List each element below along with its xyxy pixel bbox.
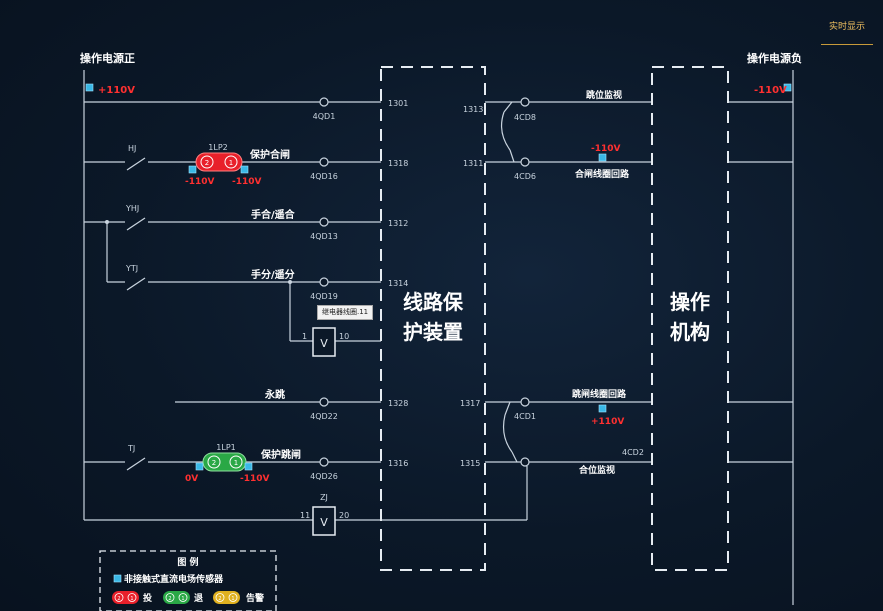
svg-text:2: 2 bbox=[212, 459, 216, 467]
legend-on-label: 投 bbox=[143, 592, 152, 604]
voltage-label: -110V bbox=[591, 144, 621, 154]
row-title-protect-close: 保护合闸 bbox=[249, 148, 290, 161]
terminal-label: 1311 bbox=[463, 159, 483, 168]
switch-label: 4QD16 bbox=[310, 172, 338, 181]
row-title-manual-open: 手分/遥分 bbox=[251, 268, 295, 281]
voltage-label: +110V bbox=[591, 417, 624, 427]
zj-label: ZJ bbox=[320, 493, 328, 502]
terminal-label: 1316 bbox=[388, 459, 408, 468]
plate-label: 1LP1 bbox=[216, 443, 235, 452]
relay-coil-tooltip: 继电器线圈.11 bbox=[317, 305, 374, 320]
legend-sensor-label: 非接触式直流电场传感器 bbox=[124, 573, 224, 585]
row-title-protect-trip: 保护跳闸 bbox=[260, 448, 301, 461]
protection-device-box bbox=[380, 66, 486, 571]
relay-pin-label: 1 bbox=[302, 332, 307, 341]
pressure-plate-1lp2[interactable]: 2 1 bbox=[195, 152, 243, 172]
legend-off-label: 退 bbox=[194, 593, 203, 604]
close-coil-circuit-label: 合闸线圈回路 bbox=[575, 168, 630, 180]
cd-label: 4CD2 bbox=[622, 448, 644, 457]
zj-relay-coil[interactable]: V bbox=[312, 506, 336, 536]
svg-text:2: 2 bbox=[205, 159, 209, 167]
switch-label: 4QD1 bbox=[313, 112, 336, 121]
terminal-label: 1313 bbox=[463, 105, 483, 114]
terminal-label: 1318 bbox=[388, 159, 408, 168]
trip-position-monitor-label: 跳位监视 bbox=[586, 89, 622, 101]
sensor-icon bbox=[244, 462, 253, 471]
sensor-icon bbox=[85, 83, 94, 92]
mechanism-title-line1: 操作 bbox=[670, 290, 710, 314]
sensor-icon bbox=[598, 153, 607, 162]
protection-device-title-line1: 线路保 bbox=[403, 290, 464, 314]
sensor-icon bbox=[598, 404, 607, 413]
svg-text:V: V bbox=[320, 337, 328, 350]
legend-title: 图 例 bbox=[177, 556, 198, 568]
svg-text:1: 1 bbox=[181, 596, 184, 602]
row-title-permanent-trip: 永跳 bbox=[264, 388, 285, 401]
sensor-icon bbox=[113, 574, 122, 583]
mechanism-box bbox=[651, 66, 729, 571]
svg-text:2: 2 bbox=[218, 596, 221, 602]
mechanism-title-line2: 机构 bbox=[670, 320, 710, 344]
switch-label: 4QD13 bbox=[310, 232, 338, 241]
contact-label: HJ bbox=[128, 144, 136, 153]
plate-label: 1LP2 bbox=[208, 143, 227, 152]
svg-text:1: 1 bbox=[229, 159, 233, 167]
contact-label: YTJ bbox=[125, 264, 138, 273]
zj-pin-label: 11 bbox=[300, 511, 310, 520]
cd-label: 4CD6 bbox=[514, 172, 536, 181]
trip-coil-circuit-label: 跳闸线圈回路 bbox=[572, 388, 627, 400]
terminal-label: 1328 bbox=[388, 399, 408, 408]
voltage-label: -110V bbox=[232, 177, 262, 187]
close-position-monitor-label: 合位监视 bbox=[579, 464, 615, 476]
positive-rail-title: 操作电源正 bbox=[80, 51, 135, 65]
svg-text:1: 1 bbox=[130, 596, 133, 602]
sensor-icon bbox=[783, 83, 792, 92]
terminal-label: 1314 bbox=[388, 279, 408, 288]
positive-rail-voltage: +110V bbox=[98, 85, 135, 96]
voltage-label: -110V bbox=[185, 177, 215, 187]
cd-label: 4CD1 bbox=[514, 412, 536, 421]
terminal-label: 1312 bbox=[388, 219, 408, 228]
negative-rail-title: 操作电源负 bbox=[747, 51, 802, 65]
voltage-label: -110V bbox=[240, 474, 270, 484]
negative-rail-voltage: -110V bbox=[754, 85, 787, 96]
contact-label: YHJ bbox=[125, 204, 139, 213]
relay-pin-label: 10 bbox=[339, 332, 349, 341]
legend: 图 例 非接触式直流电场传感器 2 1 投 2 1 退 2 1 告警 bbox=[99, 550, 277, 611]
pressure-plate-1lp1[interactable]: 2 1 bbox=[202, 452, 247, 472]
switch-nodes bbox=[319, 97, 530, 467]
terminal-label: 1317 bbox=[460, 399, 480, 408]
svg-text:V: V bbox=[320, 516, 328, 529]
sensor-icon bbox=[188, 165, 197, 174]
sensor-icon bbox=[240, 165, 249, 174]
contact-label: TJ bbox=[127, 444, 135, 453]
cd-label: 4CD8 bbox=[514, 113, 536, 122]
svg-text:1: 1 bbox=[234, 459, 238, 467]
switch-label: 4QD19 bbox=[310, 292, 338, 301]
zj-pin-label: 20 bbox=[339, 511, 349, 520]
row-title-manual-close: 手合/遥合 bbox=[251, 208, 296, 221]
relay-coil-v[interactable]: V bbox=[312, 327, 336, 357]
switch-label: 4QD26 bbox=[310, 472, 338, 481]
terminal-label: 1301 bbox=[388, 99, 408, 108]
voltage-label: 0V bbox=[185, 474, 198, 484]
svg-text:1: 1 bbox=[231, 596, 234, 602]
terminal-label: 1315 bbox=[460, 459, 480, 468]
switch-label: 4QD22 bbox=[310, 412, 338, 421]
realtime-display-tab[interactable]: 实时显示 bbox=[821, 14, 873, 45]
svg-text:2: 2 bbox=[117, 596, 120, 602]
sensor-icon bbox=[195, 462, 204, 471]
legend-alarm-label: 告警 bbox=[246, 592, 264, 604]
junction-dots bbox=[105, 220, 292, 284]
dc-field-sensors bbox=[85, 83, 792, 471]
protection-device-title-line2: 护装置 bbox=[403, 320, 463, 344]
svg-text:2: 2 bbox=[168, 596, 171, 602]
